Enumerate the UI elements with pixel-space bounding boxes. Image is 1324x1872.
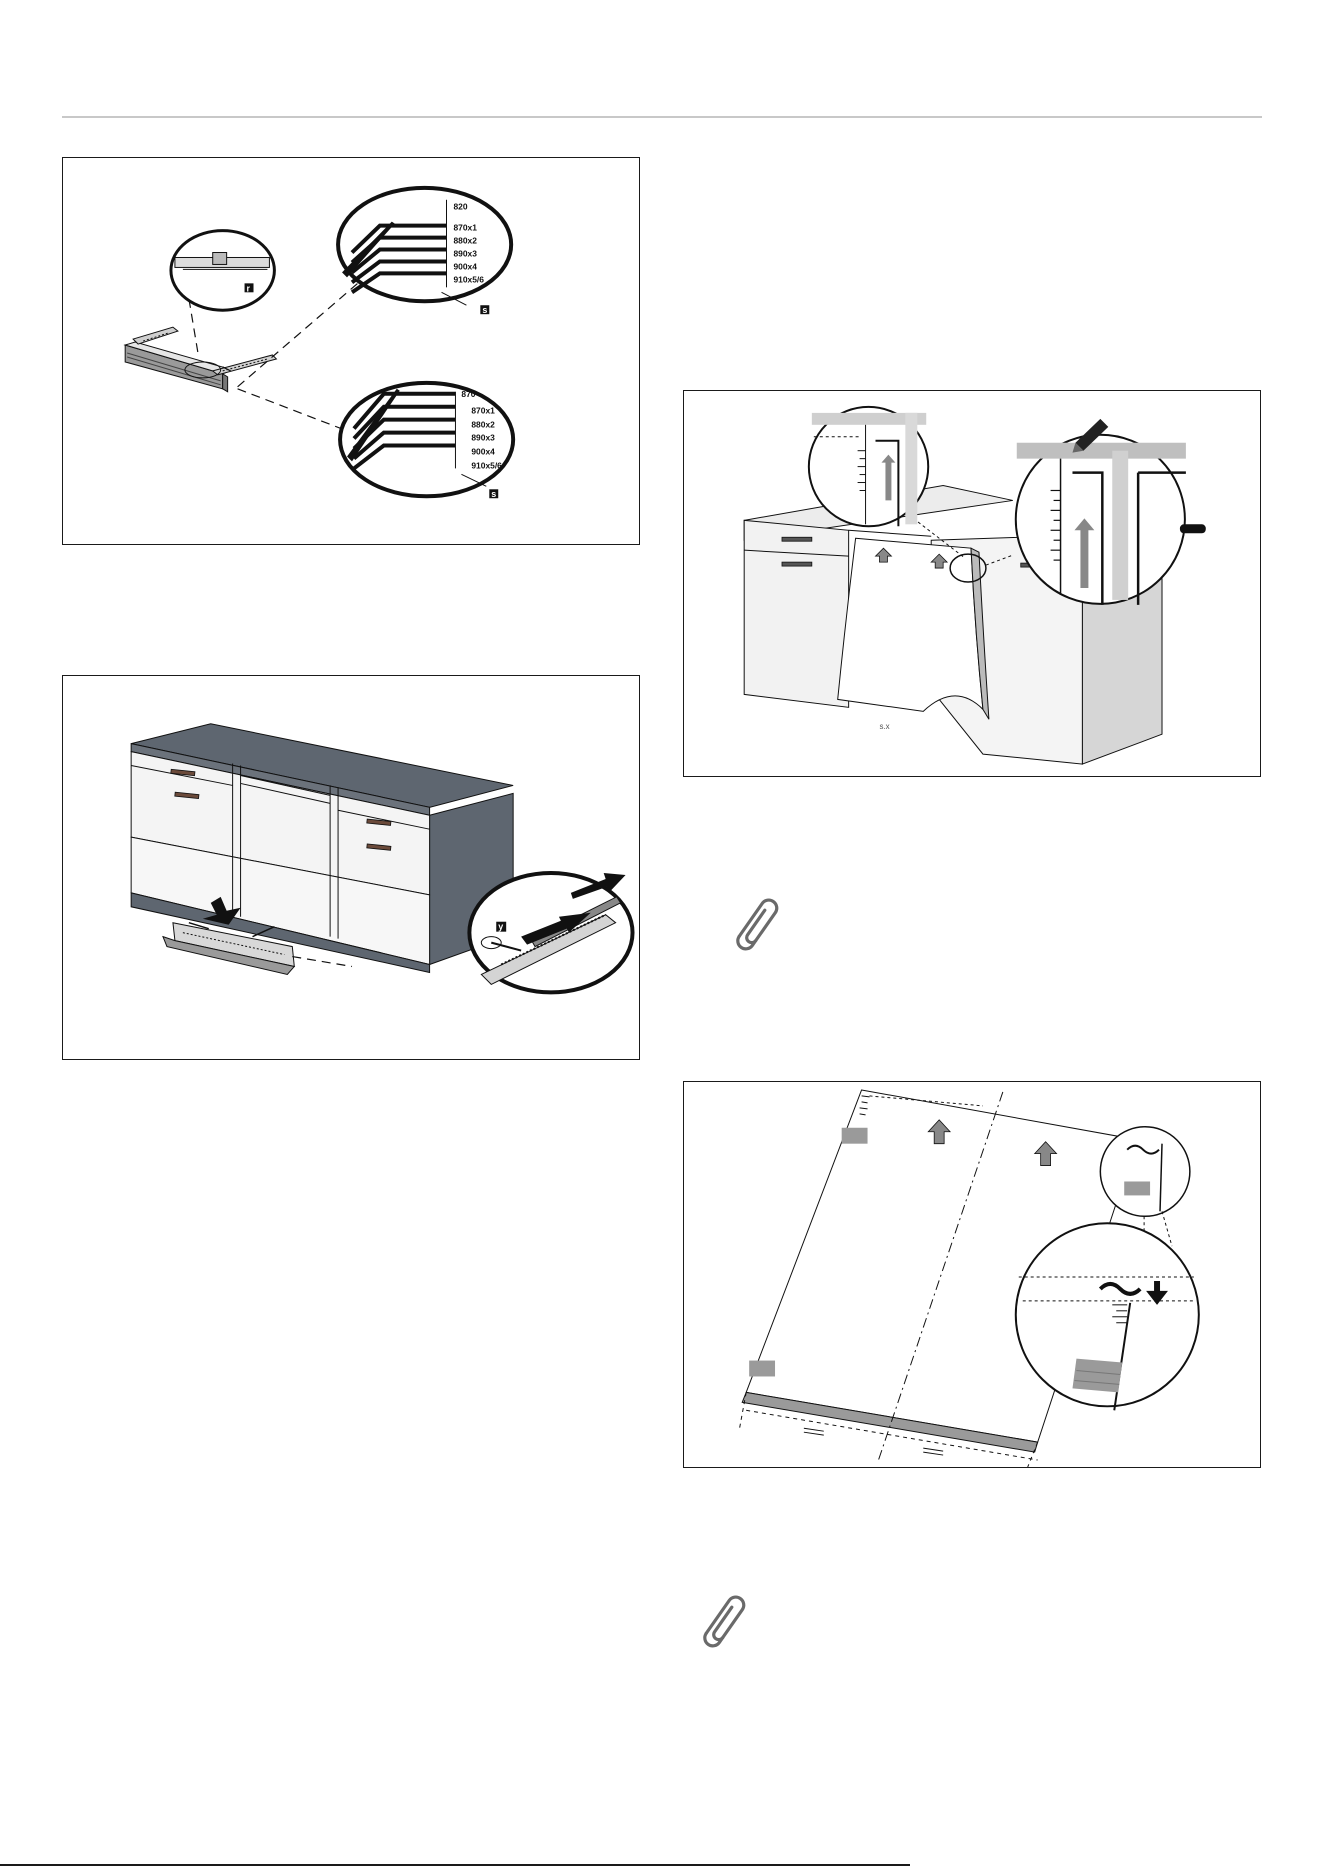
figure-plinth-scale-drawing: r 820 870x1 880x2 890x3 900x4 910x5/6 s [63, 158, 639, 544]
plinth-board [125, 342, 232, 392]
scale-upper-5: 910x5/6 [453, 274, 484, 284]
scale-lower-5: 910x5/6 [471, 460, 502, 470]
figure-cabinet-plinth: y [62, 675, 640, 1060]
paperclip-icon [733, 889, 785, 955]
paperclip-icon [700, 1586, 752, 1652]
detail-inset-scale-upper: 820 870x1 880x2 890x3 900x4 910x5/6 s [338, 188, 511, 315]
detail-inset-scale-lower: 870 870x1 880x2 890x3 900x4 910x5/6 s [340, 383, 513, 499]
scale-upper-0: 820 [453, 202, 467, 212]
detail-inset-left [809, 407, 928, 526]
scale-lower-2: 880x2 [471, 420, 495, 430]
scale-upper-3: 890x3 [453, 248, 477, 258]
figure-template-opening-drawing: s.x [684, 391, 1260, 776]
scale-upper-2: 880x2 [453, 236, 477, 246]
tag-y: y [498, 922, 503, 932]
header-rule [62, 116, 1262, 118]
scale-lower-3: 890x3 [471, 433, 495, 443]
scale-lower-0: 870 [461, 389, 475, 399]
scale-lower-1: 870x1 [471, 406, 495, 416]
tag-r: r [247, 283, 251, 293]
scale-lower-4: 900x4 [471, 446, 495, 456]
tag-s-lower: s [491, 489, 496, 499]
figure-template-alignment [683, 1081, 1261, 1468]
scale-upper-4: 900x4 [453, 261, 477, 271]
figure-template-opening: s.x [683, 390, 1261, 777]
detail-inset-clip: r [171, 231, 274, 311]
footer-rule [0, 1864, 910, 1866]
leader-line [292, 957, 352, 967]
detail-ring-small [1100, 1127, 1190, 1217]
label-sx: s.x [879, 722, 889, 731]
detail-inset-right [1016, 419, 1206, 605]
detail-inset-plinth-clip: y [469, 873, 632, 992]
tag-s-upper: s [482, 305, 487, 315]
figure-template-alignment-drawing [684, 1082, 1260, 1467]
figure-plinth-scale: r 820 870x1 880x2 890x3 900x4 910x5/6 s [62, 157, 640, 545]
scale-upper-1: 870x1 [453, 223, 477, 233]
figure-cabinet-plinth-drawing: y [63, 676, 639, 1059]
